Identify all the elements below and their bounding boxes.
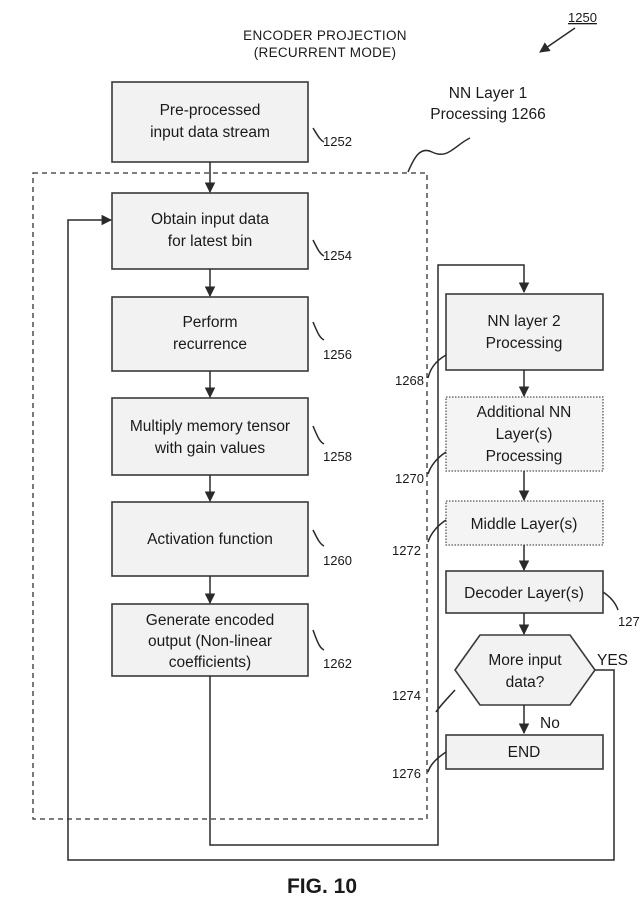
ref-1270: 1270 <box>395 471 424 486</box>
process-box-nn-layer2: NN layer 2 Processing <box>445 293 604 371</box>
yes-loop-back <box>67 214 615 861</box>
nn-layer1-region <box>32 172 428 820</box>
connector-to-layer2 <box>209 264 530 846</box>
figure-caption: FIG. 10 <box>287 875 357 898</box>
ref-1268: 1268 <box>395 373 424 388</box>
svg-text:input data stream: input data stream <box>150 124 270 141</box>
svg-text:Perform: Perform <box>182 314 237 331</box>
svg-text:NN layer 2: NN layer 2 <box>487 313 560 330</box>
ref-1254: 1254 <box>323 248 352 263</box>
svg-text:output (Non-linear: output (Non-linear <box>148 633 272 650</box>
process-box-decoder-layers: Decoder Layer(s) <box>445 570 604 614</box>
terminal-end: END <box>445 734 604 770</box>
svg-text:Pre-processed: Pre-processed <box>160 102 261 119</box>
svg-text:data?: data? <box>506 674 545 691</box>
svg-text:END: END <box>508 744 541 761</box>
ref-1258: 1258 <box>323 449 352 464</box>
ref-1252: 1252 <box>323 134 352 149</box>
process-box-activation-function: Activation function <box>111 501 309 577</box>
ref-1256: 1256 <box>323 347 352 362</box>
process-box-perform-recurrence: Perform recurrence <box>111 296 309 372</box>
nn-layer1-leader-line <box>407 137 471 173</box>
svg-text:Middle Layer(s): Middle Layer(s) <box>471 516 578 533</box>
decision-yes-label: YES <box>597 652 628 669</box>
svg-text:More input: More input <box>488 652 562 669</box>
svg-text:coefficients): coefficients) <box>169 654 251 671</box>
diagram-title-line1: ENCODER PROJECTION <box>243 28 407 43</box>
svg-text:Obtain input data: Obtain input data <box>151 211 269 228</box>
svg-text:Generate encoded: Generate encoded <box>146 612 274 629</box>
ref-1260: 1260 <box>323 553 352 568</box>
process-box-middle-layers: Middle Layer(s) <box>445 500 604 546</box>
process-box-additional-layers: Additional NN Layer(s) Processing <box>445 396 604 472</box>
svg-text:Activation function: Activation function <box>147 531 273 548</box>
svg-text:with gain values: with gain values <box>154 440 266 457</box>
decision-no-label: No <box>540 715 560 732</box>
svg-text:recurrence: recurrence <box>173 336 247 353</box>
figure-reference-number: 1250 <box>568 10 597 25</box>
ref-1276: 1276 <box>392 766 421 781</box>
ref-1273: 127 <box>618 614 640 629</box>
nn-layer1-label-line1: NN Layer 1 <box>449 85 527 102</box>
process-box-multiply-memory: Multiply memory tensor with gain values <box>111 397 309 476</box>
decision-more-input: More input data? <box>454 634 596 706</box>
svg-text:Processing: Processing <box>486 335 563 352</box>
diagram-title-line2: (RECURRENT MODE) <box>254 45 397 60</box>
ref-1262: 1262 <box>323 656 352 671</box>
nn-layer1-label-line2: Processing 1266 <box>430 106 545 123</box>
svg-text:Decoder Layer(s): Decoder Layer(s) <box>464 585 584 602</box>
svg-text:Layer(s): Layer(s) <box>496 426 553 443</box>
process-box-generate-output: Generate encoded output (Non-linear coef… <box>111 603 309 677</box>
ref-1274: 1274 <box>392 688 421 703</box>
process-box-preprocessed: Pre-processed input data stream <box>111 81 309 163</box>
process-box-obtain-input: Obtain input data for latest bin <box>111 192 309 270</box>
svg-text:Multiply memory tensor: Multiply memory tensor <box>130 418 290 435</box>
svg-text:for latest bin: for latest bin <box>168 233 252 250</box>
ref-1272: 1272 <box>392 543 421 558</box>
svg-text:Processing: Processing <box>486 448 563 465</box>
figure-reference-arrow <box>539 27 576 53</box>
svg-text:Additional NN: Additional NN <box>477 404 572 421</box>
